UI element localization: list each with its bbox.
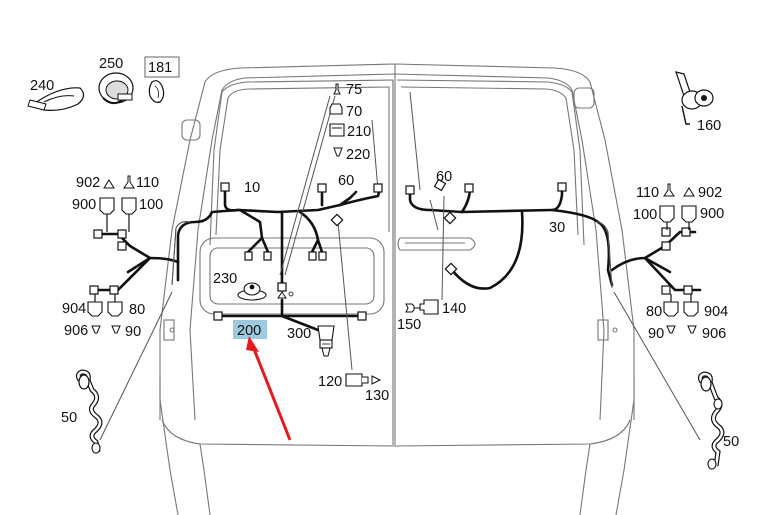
label-160[interactable]: 160 (697, 118, 721, 134)
label-50-left[interactable]: 50 (61, 410, 77, 426)
label-900-left[interactable]: 900 (72, 197, 96, 213)
label-210[interactable]: 210 (347, 124, 371, 140)
label-30[interactable]: 30 (549, 220, 565, 236)
label-230[interactable]: 230 (213, 271, 237, 287)
connector-group-right-bottom-icons (663, 294, 699, 334)
grommet-250-icon (98, 72, 134, 105)
label-906-left[interactable]: 906 (64, 323, 88, 339)
connector-terminals (89, 178, 693, 321)
socket-300-icon (317, 325, 335, 357)
grommet-230-icon (237, 282, 294, 301)
label-80-right[interactable]: 80 (646, 304, 662, 320)
label-90-right[interactable]: 90 (648, 326, 664, 342)
label-110-left[interactable]: 110 (136, 175, 159, 191)
part-200-highlight (233, 320, 267, 339)
ring-181-icon (144, 56, 180, 103)
label-220[interactable]: 220 (346, 147, 370, 163)
pointer-arrow-icon (246, 336, 292, 441)
label-100-right[interactable]: 100 (633, 207, 657, 223)
cable-clip-240-icon (27, 87, 85, 111)
connector-group-left-top-icons (99, 175, 137, 232)
label-10[interactable]: 10 (244, 180, 260, 196)
coiled-cable-50-right-icon (697, 371, 725, 470)
label-300[interactable]: 300 (287, 326, 311, 342)
connector-group-left-bottom-icons (87, 294, 123, 334)
label-130[interactable]: 130 (365, 388, 389, 404)
connector-120-130-icons (345, 373, 382, 387)
label-50-right[interactable]: 50 (723, 434, 739, 450)
label-70[interactable]: 70 (346, 104, 362, 120)
label-140[interactable]: 140 (442, 301, 466, 317)
label-150[interactable]: 150 (397, 317, 421, 333)
label-200[interactable]: 200 (237, 323, 261, 339)
label-240[interactable]: 240 (30, 78, 54, 94)
label-904-right[interactable]: 904 (704, 304, 728, 320)
label-120[interactable]: 120 (318, 374, 342, 390)
label-80-left[interactable]: 80 (129, 302, 145, 318)
label-60-right[interactable]: 60 (436, 169, 452, 185)
wiring-harness (94, 91, 702, 441)
label-90-left[interactable]: 90 (125, 324, 141, 340)
clip-160-icon (675, 71, 714, 125)
label-902-right[interactable]: 902 (698, 185, 722, 201)
connector-140-150-icons (405, 299, 439, 315)
coiled-cable-50-left-icon (75, 369, 103, 454)
label-75[interactable]: 75 (346, 82, 362, 98)
label-250[interactable]: 250 (99, 56, 123, 72)
label-100-left[interactable]: 100 (139, 197, 163, 213)
label-900-right[interactable]: 900 (700, 206, 724, 222)
connector-stack-top-icons (329, 83, 345, 157)
connector-group-right-top-icons (659, 183, 697, 230)
label-902-left[interactable]: 902 (76, 175, 100, 191)
label-181[interactable]: 181 (148, 60, 172, 76)
van-body-outline (159, 63, 635, 515)
label-904-left[interactable]: 904 (62, 301, 86, 317)
label-60-left[interactable]: 60 (338, 173, 354, 189)
part-labels: 240 250 181 160 75 70 210 220 10 60 60 3… (30, 56, 739, 450)
label-906-right[interactable]: 906 (702, 326, 726, 342)
label-110-right[interactable]: 110 (636, 185, 659, 201)
